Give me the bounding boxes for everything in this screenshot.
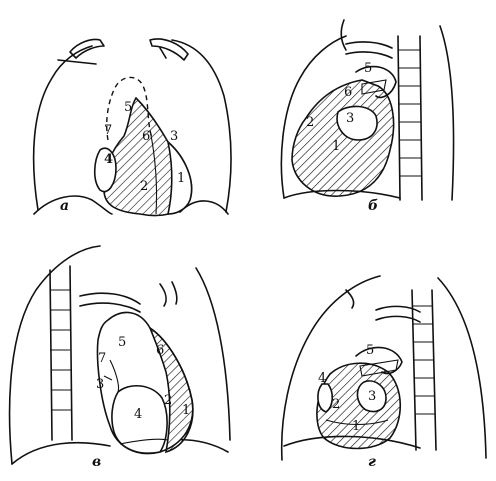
- panel-g-neck: [346, 290, 354, 308]
- panel-g-label-4: 4: [318, 371, 326, 386]
- panel-b-label-5: 5: [364, 61, 372, 76]
- panel-v-upper-marks: [160, 282, 177, 306]
- panel-g-right-atrium: [318, 384, 332, 412]
- panel-v-chest-outline: [10, 246, 100, 464]
- panel-g-caption: г: [368, 454, 376, 470]
- panel-g-label-5: 5: [366, 343, 374, 358]
- panel-a-label-5: 5: [124, 100, 132, 115]
- panel-b-spine-left: [398, 36, 400, 200]
- panel-b-label-6: 6: [344, 85, 352, 100]
- panel-a-label-7: 7: [104, 123, 112, 138]
- panel-b: 1 2 3 5 6 б: [281, 20, 453, 214]
- panel-v-label-3: 3: [96, 377, 104, 392]
- panel-b-spine-ticks: [398, 50, 421, 176]
- panel-v-label-6: 6: [156, 343, 164, 358]
- panel-g-label-3: 3: [368, 389, 376, 404]
- panel-g-label-1: 1: [352, 419, 360, 434]
- panel-v-label-4: 4: [134, 407, 142, 422]
- panel-v-spine-left: [50, 270, 52, 440]
- panel-b-neck: [341, 20, 346, 50]
- panel-a-label-4: 4: [104, 152, 113, 167]
- panel-b-clavicle: [346, 42, 392, 58]
- panel-v-label-2: 2: [164, 393, 172, 408]
- panel-v: 1 2 3 4 5 6 7 в: [10, 246, 230, 470]
- panel-v-label-1: 1: [182, 403, 190, 418]
- panel-a-left-clavicle: [70, 40, 104, 59]
- panel-g-spine-left: [412, 290, 416, 450]
- panel-a-caption: а: [60, 198, 69, 214]
- panel-g-spine-right: [432, 290, 436, 450]
- panel-b-label-2: 2: [306, 115, 314, 130]
- panel-v-spine-right: [70, 266, 72, 440]
- panel-b-back-outline: [440, 26, 454, 200]
- panel-b-label-3: 3: [346, 111, 354, 126]
- panel-b-caption: б: [368, 198, 378, 214]
- panel-b-heart-main: [292, 80, 394, 196]
- panel-a-label-6: 6: [142, 129, 150, 144]
- panel-g-right-outline: [438, 278, 486, 458]
- panel-v-spine-ticks: [50, 290, 71, 410]
- panel-b-label-1: 1: [332, 139, 340, 154]
- panel-a-label-3: 3: [170, 129, 178, 144]
- panel-v-label-5: 5: [118, 335, 126, 350]
- panel-a-label-2: 2: [140, 179, 148, 194]
- panel-v-label-7: 7: [98, 351, 106, 366]
- panel-v-right-outline: [196, 268, 230, 440]
- panel-v-clavicle: [80, 293, 140, 312]
- panel-v-caption: в: [92, 454, 101, 470]
- panel-g-label-2: 2: [332, 397, 340, 412]
- panel-a: 1 2 3 4 5 6 7 а: [34, 39, 231, 216]
- panel-a-label-1: 1: [177, 171, 185, 186]
- panel-g: 1 2 3 4 5 г: [282, 276, 486, 470]
- panel-b-spine-right: [420, 36, 422, 200]
